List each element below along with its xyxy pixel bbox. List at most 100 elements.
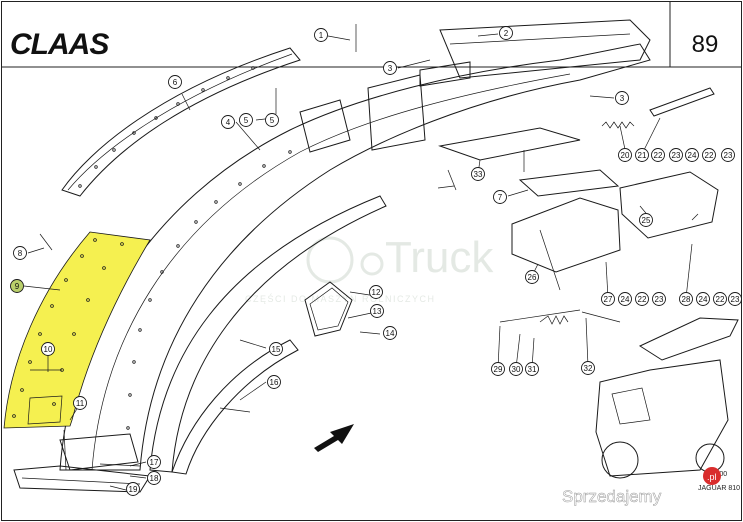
callout-17: 17 — [147, 455, 161, 469]
callout-bubble — [471, 167, 485, 181]
callout-13: 13 — [370, 304, 384, 318]
callout-bubble — [618, 292, 632, 306]
callout-bubble — [13, 246, 27, 260]
callout-15: 15 — [269, 342, 283, 356]
callout-1: 1 — [314, 28, 328, 42]
callout-number: 24 — [621, 295, 630, 304]
callout-bubble — [370, 304, 384, 318]
callout-bubble — [314, 28, 328, 42]
seller-badge: .pl Sprzedajemy — [562, 467, 721, 506]
callout-12: 12 — [369, 285, 383, 299]
callout-22: 22 — [651, 148, 665, 162]
callout-number: 22 — [705, 151, 714, 160]
callout-3: 3 — [615, 91, 629, 105]
part-33-plate — [438, 127, 581, 161]
callout-number: 23 — [672, 151, 681, 160]
part-4-spout-body — [59, 19, 651, 471]
callout-number: 1 — [319, 31, 324, 40]
callout-24: 24 — [618, 292, 632, 306]
part-32-bolt — [581, 311, 621, 323]
callout-number: 27 — [604, 295, 613, 304]
callout-bubble — [10, 279, 24, 293]
callout-bubble — [221, 115, 235, 129]
callout-2: 2 — [499, 26, 513, 40]
callout-bubble — [73, 396, 87, 410]
callout-bubble — [679, 292, 693, 306]
part-7-plate — [518, 169, 620, 197]
seller-badge-logo-icon — [703, 467, 721, 485]
part-12-deflector — [304, 281, 353, 337]
callout-4: 4 — [221, 115, 235, 129]
callout-bubble — [618, 148, 632, 162]
callout-number: 8 — [18, 249, 23, 258]
part-27-spring-rod — [499, 309, 581, 325]
callout-number: 3 — [388, 64, 393, 73]
callout-number: 23 — [655, 295, 664, 304]
callout-number: 29 — [494, 365, 503, 374]
watermark-wheel-small-icon — [360, 252, 384, 276]
callout-bubble — [652, 292, 666, 306]
callout-23: 23 — [669, 148, 683, 162]
callout-31: 31 — [525, 362, 539, 376]
callout-number: 14 — [386, 329, 395, 338]
callout-bubble — [635, 292, 649, 306]
callout-bubble — [493, 190, 507, 204]
callout-number: 30 — [512, 365, 521, 374]
callout-bubble — [581, 361, 595, 375]
callout-number: 7 — [498, 193, 503, 202]
callout-bubble — [651, 148, 665, 162]
seller-badge-text: Sprzedajemy — [562, 487, 662, 506]
callout-33: 33 — [471, 167, 485, 181]
callout-25: 25 — [639, 213, 653, 227]
callout-24: 24 — [696, 292, 710, 306]
callout-number: 31 — [528, 365, 537, 374]
callout-number: 33 — [474, 170, 483, 179]
callout-bubble — [383, 61, 397, 75]
callout-number: 24 — [699, 295, 708, 304]
callout-9: 9 — [10, 279, 24, 293]
callout-bubble — [239, 113, 253, 127]
callout-number: 25 — [642, 216, 651, 225]
callout-number: 24 — [688, 151, 697, 160]
callout-bubble — [383, 326, 397, 340]
callout-bubble — [525, 362, 539, 376]
direction-arrow — [314, 424, 354, 452]
callout-bubble — [669, 148, 683, 162]
callout-28: 28 — [679, 292, 693, 306]
callout-number: 9 — [15, 282, 20, 291]
callout-bubble — [491, 362, 505, 376]
callout-number: 13 — [373, 307, 382, 316]
callout-23: 23 — [728, 292, 742, 306]
callout-24: 24 — [685, 148, 699, 162]
callout-3: 3 — [383, 61, 397, 75]
callout-7: 7 — [493, 190, 507, 204]
callout-23: 23 — [652, 292, 666, 306]
callout-bubble — [499, 26, 513, 40]
part-26-bracket — [511, 197, 621, 291]
callout-bubble — [369, 285, 383, 299]
callout-bubble — [126, 482, 140, 496]
callout-22: 22 — [702, 148, 716, 162]
callout-number: 5 — [270, 116, 275, 125]
brand-logo: CLAAS — [10, 28, 109, 61]
callout-8: 8 — [13, 246, 27, 260]
callout-bubble — [685, 148, 699, 162]
callout-bubble — [41, 342, 55, 356]
callout-number: 22 — [654, 151, 663, 160]
callout-bubble — [721, 148, 735, 162]
machine-overview-silhouette — [595, 317, 739, 479]
callout-number: 15 — [272, 345, 281, 354]
seller-badge-suffix: .pl — [707, 472, 717, 482]
callout-number: 3 — [620, 94, 625, 103]
callout-20: 20 — [618, 148, 632, 162]
callout-16: 16 — [267, 375, 281, 389]
part-19-bottom-lip — [13, 433, 151, 493]
callout-30: 30 — [509, 362, 523, 376]
part-9-wear-plate — [3, 231, 151, 429]
callout-number: 22 — [716, 295, 725, 304]
fasteners — [30, 24, 525, 471]
callout-5: 5 — [239, 113, 253, 127]
